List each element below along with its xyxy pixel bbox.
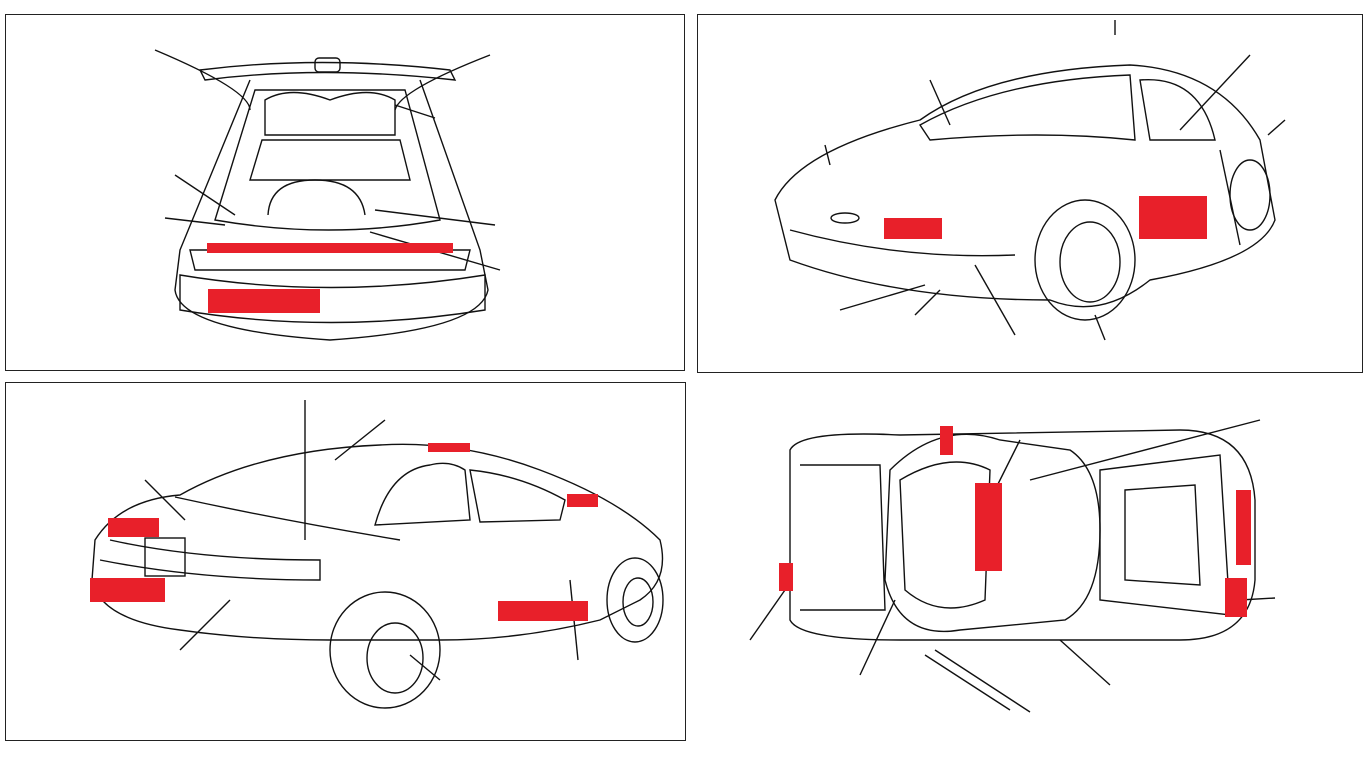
rear-hatch-drawing	[154, 49, 501, 341]
redaction-box	[207, 243, 453, 253]
redaction-box	[428, 443, 470, 452]
redaction-box	[1139, 196, 1207, 239]
redaction-box	[975, 483, 1002, 571]
redaction-box	[1236, 490, 1251, 565]
redaction-box	[940, 426, 953, 455]
redaction-box	[567, 494, 598, 507]
redaction-box	[498, 601, 588, 621]
redaction-box	[108, 518, 159, 537]
redaction-box	[208, 289, 320, 313]
rear-car-drawing	[91, 400, 664, 709]
panel-rear-view	[5, 382, 686, 741]
front-car-drawing	[774, 20, 1286, 341]
top-car-drawing	[749, 419, 1276, 713]
redaction-box	[1225, 578, 1247, 617]
panel-rear-hatch	[5, 14, 685, 371]
redaction-box	[779, 563, 793, 591]
panel-front-view	[697, 14, 1363, 373]
redaction-box	[884, 218, 942, 239]
redaction-box	[90, 578, 165, 602]
